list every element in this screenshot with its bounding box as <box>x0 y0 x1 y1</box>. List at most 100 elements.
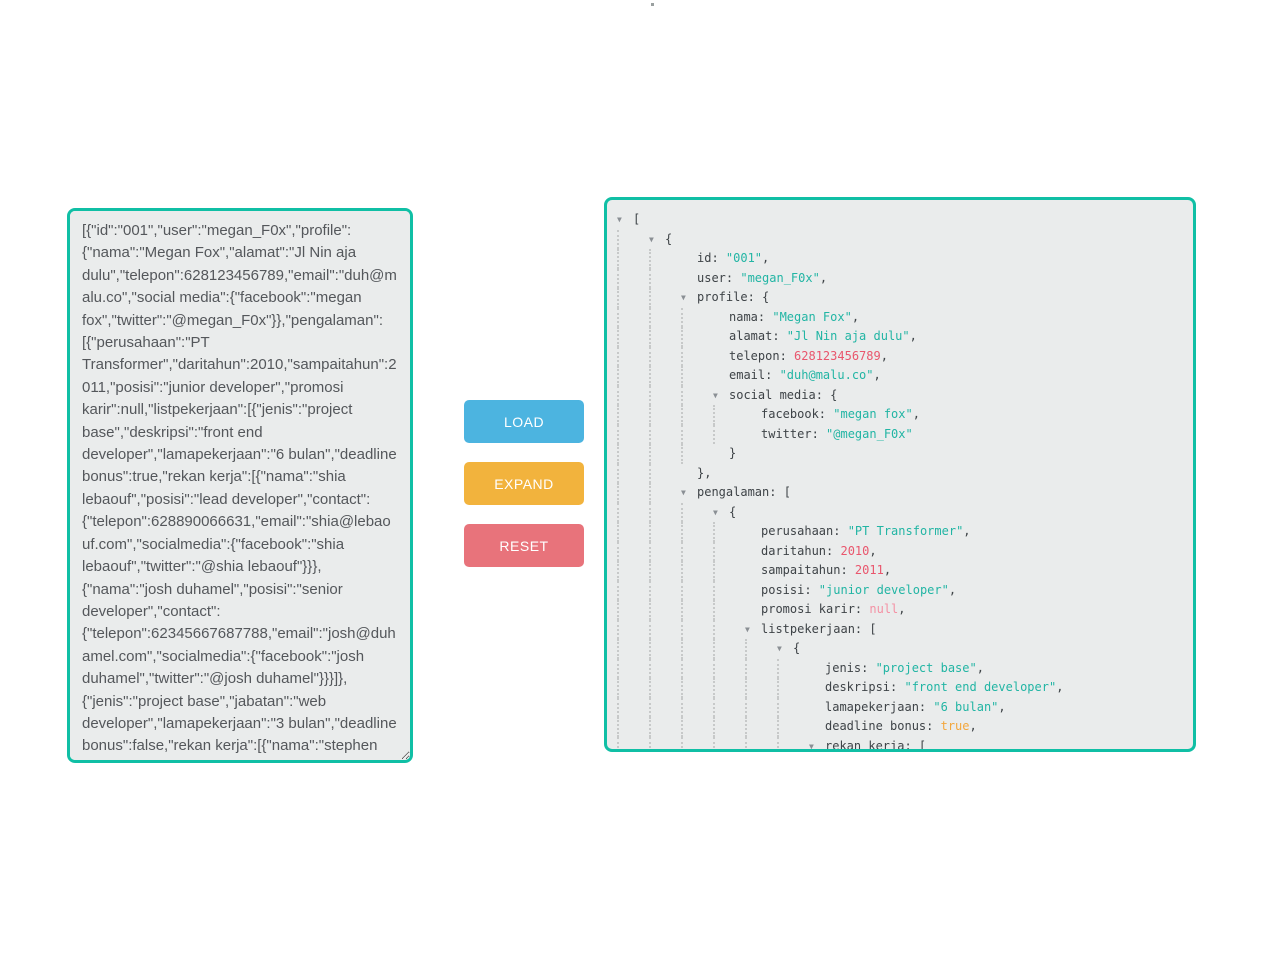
tree-line: ▼social media: { <box>617 385 1185 405</box>
collapse-arrow-icon[interactable]: ▼ <box>617 215 622 224</box>
collapse-arrow-icon[interactable]: ▼ <box>713 390 718 400</box>
indent-guide <box>713 639 745 659</box>
collapse-arrow-icon[interactable]: ▼ <box>745 624 750 634</box>
indent-guide <box>713 736 745 749</box>
indent-guide <box>649 463 681 483</box>
tree-line: deskripsi: "front end developer", <box>617 678 1185 698</box>
tree-line: ▼rekan kerja: [ <box>617 736 1185 751</box>
indent-guide <box>617 307 649 327</box>
collapse-arrow-icon[interactable]: ▼ <box>681 488 686 497</box>
tree-line-text: sampaitahun: 2011, <box>761 563 892 577</box>
arrow-spacer <box>745 405 761 425</box>
tree-line: ▼[ <box>617 210 1185 230</box>
indent-guide <box>713 424 745 444</box>
indent-guide <box>713 717 745 737</box>
indent-guide <box>713 678 745 698</box>
json-tree-panel: ▼[▼{id: "001",user: "megan_F0x",▼profile… <box>604 197 1196 752</box>
indent-guide <box>777 697 809 717</box>
indent-guide <box>681 444 713 464</box>
indent-guide <box>617 697 649 717</box>
tree-line-text: facebook: "megan fox", <box>761 407 920 421</box>
indent-guide <box>617 619 649 639</box>
indent-guide <box>681 658 713 678</box>
raw-json-input[interactable]: [{"id":"001","user":"megan_F0x","profile… <box>67 208 413 763</box>
indent-guide <box>713 522 745 542</box>
indent-guide <box>649 327 681 347</box>
indent-guide <box>617 268 649 288</box>
indent-guide <box>713 658 745 678</box>
collapse-arrow-icon[interactable]: ▼ <box>649 234 654 244</box>
collapse-arrow-icon[interactable]: ▼ <box>713 507 718 517</box>
arrow-spacer <box>745 522 761 542</box>
indent-guide <box>617 346 649 366</box>
tree-line-text: nama: "Megan Fox", <box>729 309 860 324</box>
tree-line-text: promosi karir: null, <box>761 602 906 616</box>
indent-guide <box>681 600 713 620</box>
indent-guide <box>649 424 681 444</box>
tree-line: telepon: 628123456789, <box>617 346 1185 367</box>
indent-guide <box>681 385 713 405</box>
indent-guide <box>617 541 649 561</box>
tree-line: perusahaan: "PT Transformer", <box>617 522 1185 542</box>
tree-line: ▼{ <box>617 639 1185 659</box>
tree-line: alamat: "Jl Nin aja dulu", <box>617 327 1185 347</box>
tree-line-text: { <box>729 504 737 519</box>
arrow-spacer <box>713 347 729 367</box>
arrow-spacer <box>809 717 825 737</box>
arrow-spacer <box>681 269 697 289</box>
indent-guide <box>777 678 809 698</box>
indent-guide <box>713 541 745 561</box>
arrow-spacer <box>809 659 825 679</box>
indent-guide <box>649 697 681 717</box>
indent-guide <box>681 522 713 542</box>
indent-guide <box>649 639 681 659</box>
indent-guide <box>681 561 713 581</box>
tree-line: lamapekerjaan: "6 bulan", <box>617 697 1185 717</box>
tree-line: deadline bonus: true, <box>617 717 1185 737</box>
collapse-arrow-icon[interactable]: ▼ <box>681 293 686 302</box>
collapse-arrow-icon[interactable]: ▼ <box>809 741 814 751</box>
tree-line-text: email: "duh@malu.co", <box>729 368 881 382</box>
tree-line-text: id: "001", <box>697 251 770 265</box>
reset-button[interactable]: RESET <box>464 524 584 567</box>
indent-guide <box>617 600 649 620</box>
indent-guide <box>649 502 681 522</box>
indent-guide <box>681 502 713 522</box>
indent-guide <box>681 678 713 698</box>
tree-line: email: "duh@malu.co", <box>617 366 1185 386</box>
arrow-spacer <box>745 425 761 445</box>
indent-guide <box>649 736 681 749</box>
tree-line-text: lamapekerjaan: "6 bulan", <box>825 699 1006 714</box>
arrow-spacer <box>681 464 697 484</box>
indent-guide <box>649 346 681 366</box>
indent-guide <box>745 678 777 698</box>
indent-guide <box>617 717 649 737</box>
tree-line-text: { <box>793 641 801 655</box>
indent-guide <box>617 366 649 386</box>
indent-guide <box>681 697 713 717</box>
expand-button[interactable]: EXPAND <box>464 462 584 505</box>
arrow-spacer <box>745 600 761 620</box>
indent-guide <box>777 717 809 737</box>
indent-guide <box>649 600 681 620</box>
arrow-spacer <box>713 327 729 347</box>
tree-line-text: twitter: "@megan_F0x" <box>761 426 913 441</box>
tree-line: ▼{ <box>617 229 1185 249</box>
load-button[interactable]: LOAD <box>464 400 584 443</box>
indent-guide <box>745 736 777 749</box>
tree-line-text: listpekerjaan: [ <box>761 621 877 636</box>
indent-guide <box>681 424 713 444</box>
indent-guide <box>617 580 649 600</box>
arrow-spacer <box>745 542 761 562</box>
indent-guide <box>649 678 681 698</box>
tree-line-text: alamat: "Jl Nin aja dulu", <box>729 329 917 343</box>
indent-guide <box>681 619 713 639</box>
collapse-arrow-icon[interactable]: ▼ <box>777 644 782 653</box>
arrow-spacer <box>713 308 729 328</box>
indent-guide <box>713 405 745 425</box>
indent-guide <box>681 717 713 737</box>
indent-guide <box>681 580 713 600</box>
indent-guide <box>649 580 681 600</box>
tree-line: } <box>617 444 1185 464</box>
tree-line-text: }, <box>697 465 712 480</box>
